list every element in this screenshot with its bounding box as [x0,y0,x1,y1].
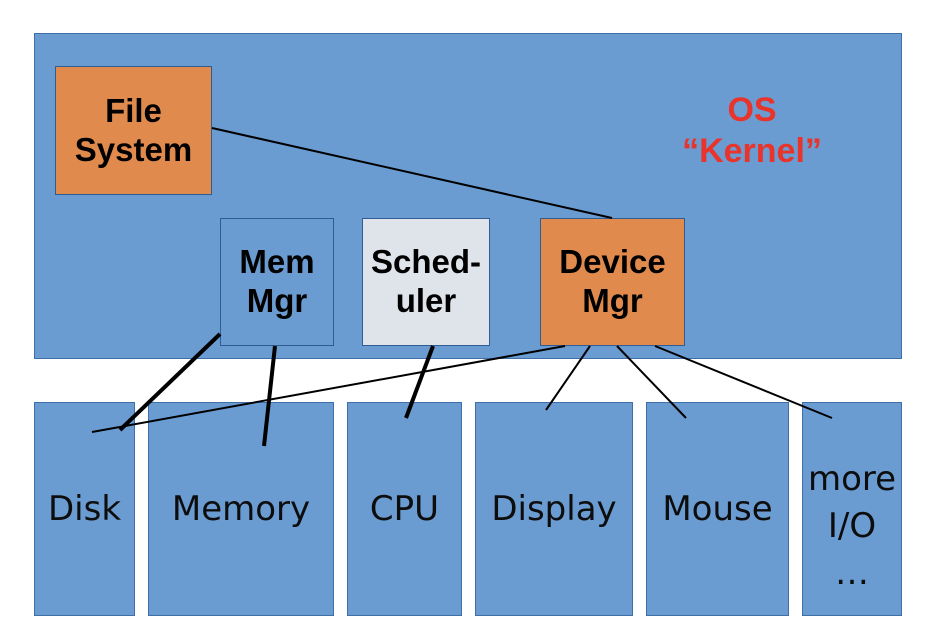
link-devicemgr-disk [91,345,566,433]
mouse-box: Mouse [646,402,789,616]
link-memmgr-memory [262,345,277,447]
more-io-label: more I/O … [807,459,897,594]
memory-box: Memory [148,402,334,616]
display-label: Display [491,489,617,529]
mouse-label: Mouse [662,489,773,529]
device-mgr-label: Device Mgr [559,243,666,319]
scheduler-box: Sched- uler [362,218,490,346]
link-devicemgr-display [545,345,591,411]
file-system-box: File System [55,66,212,195]
cpu-label: CPU [369,489,440,529]
link-devicemgr-mouse [616,345,687,419]
mem-mgr-box: Mem Mgr [220,218,334,346]
mem-mgr-label: Mem Mgr [239,243,315,319]
more-io-box: more I/O … [802,402,902,616]
display-box: Display [475,402,633,616]
file-system-label: File System [74,91,193,168]
link-memmgr-disk [118,332,222,432]
os-kernel-label: OS “Kernel” [682,91,822,170]
link-scheduler-cpu [404,345,435,419]
scheduler-label: Sched- uler [370,243,482,319]
link-filesystem-devicemgr [211,127,613,219]
cpu-box: CPU [347,402,462,616]
disk-label: Disk [47,489,122,529]
device-mgr-box: Device Mgr [540,218,685,346]
link-devicemgr-moreio [654,345,833,419]
disk-box: Disk [34,402,135,616]
memory-label: Memory [171,489,311,529]
